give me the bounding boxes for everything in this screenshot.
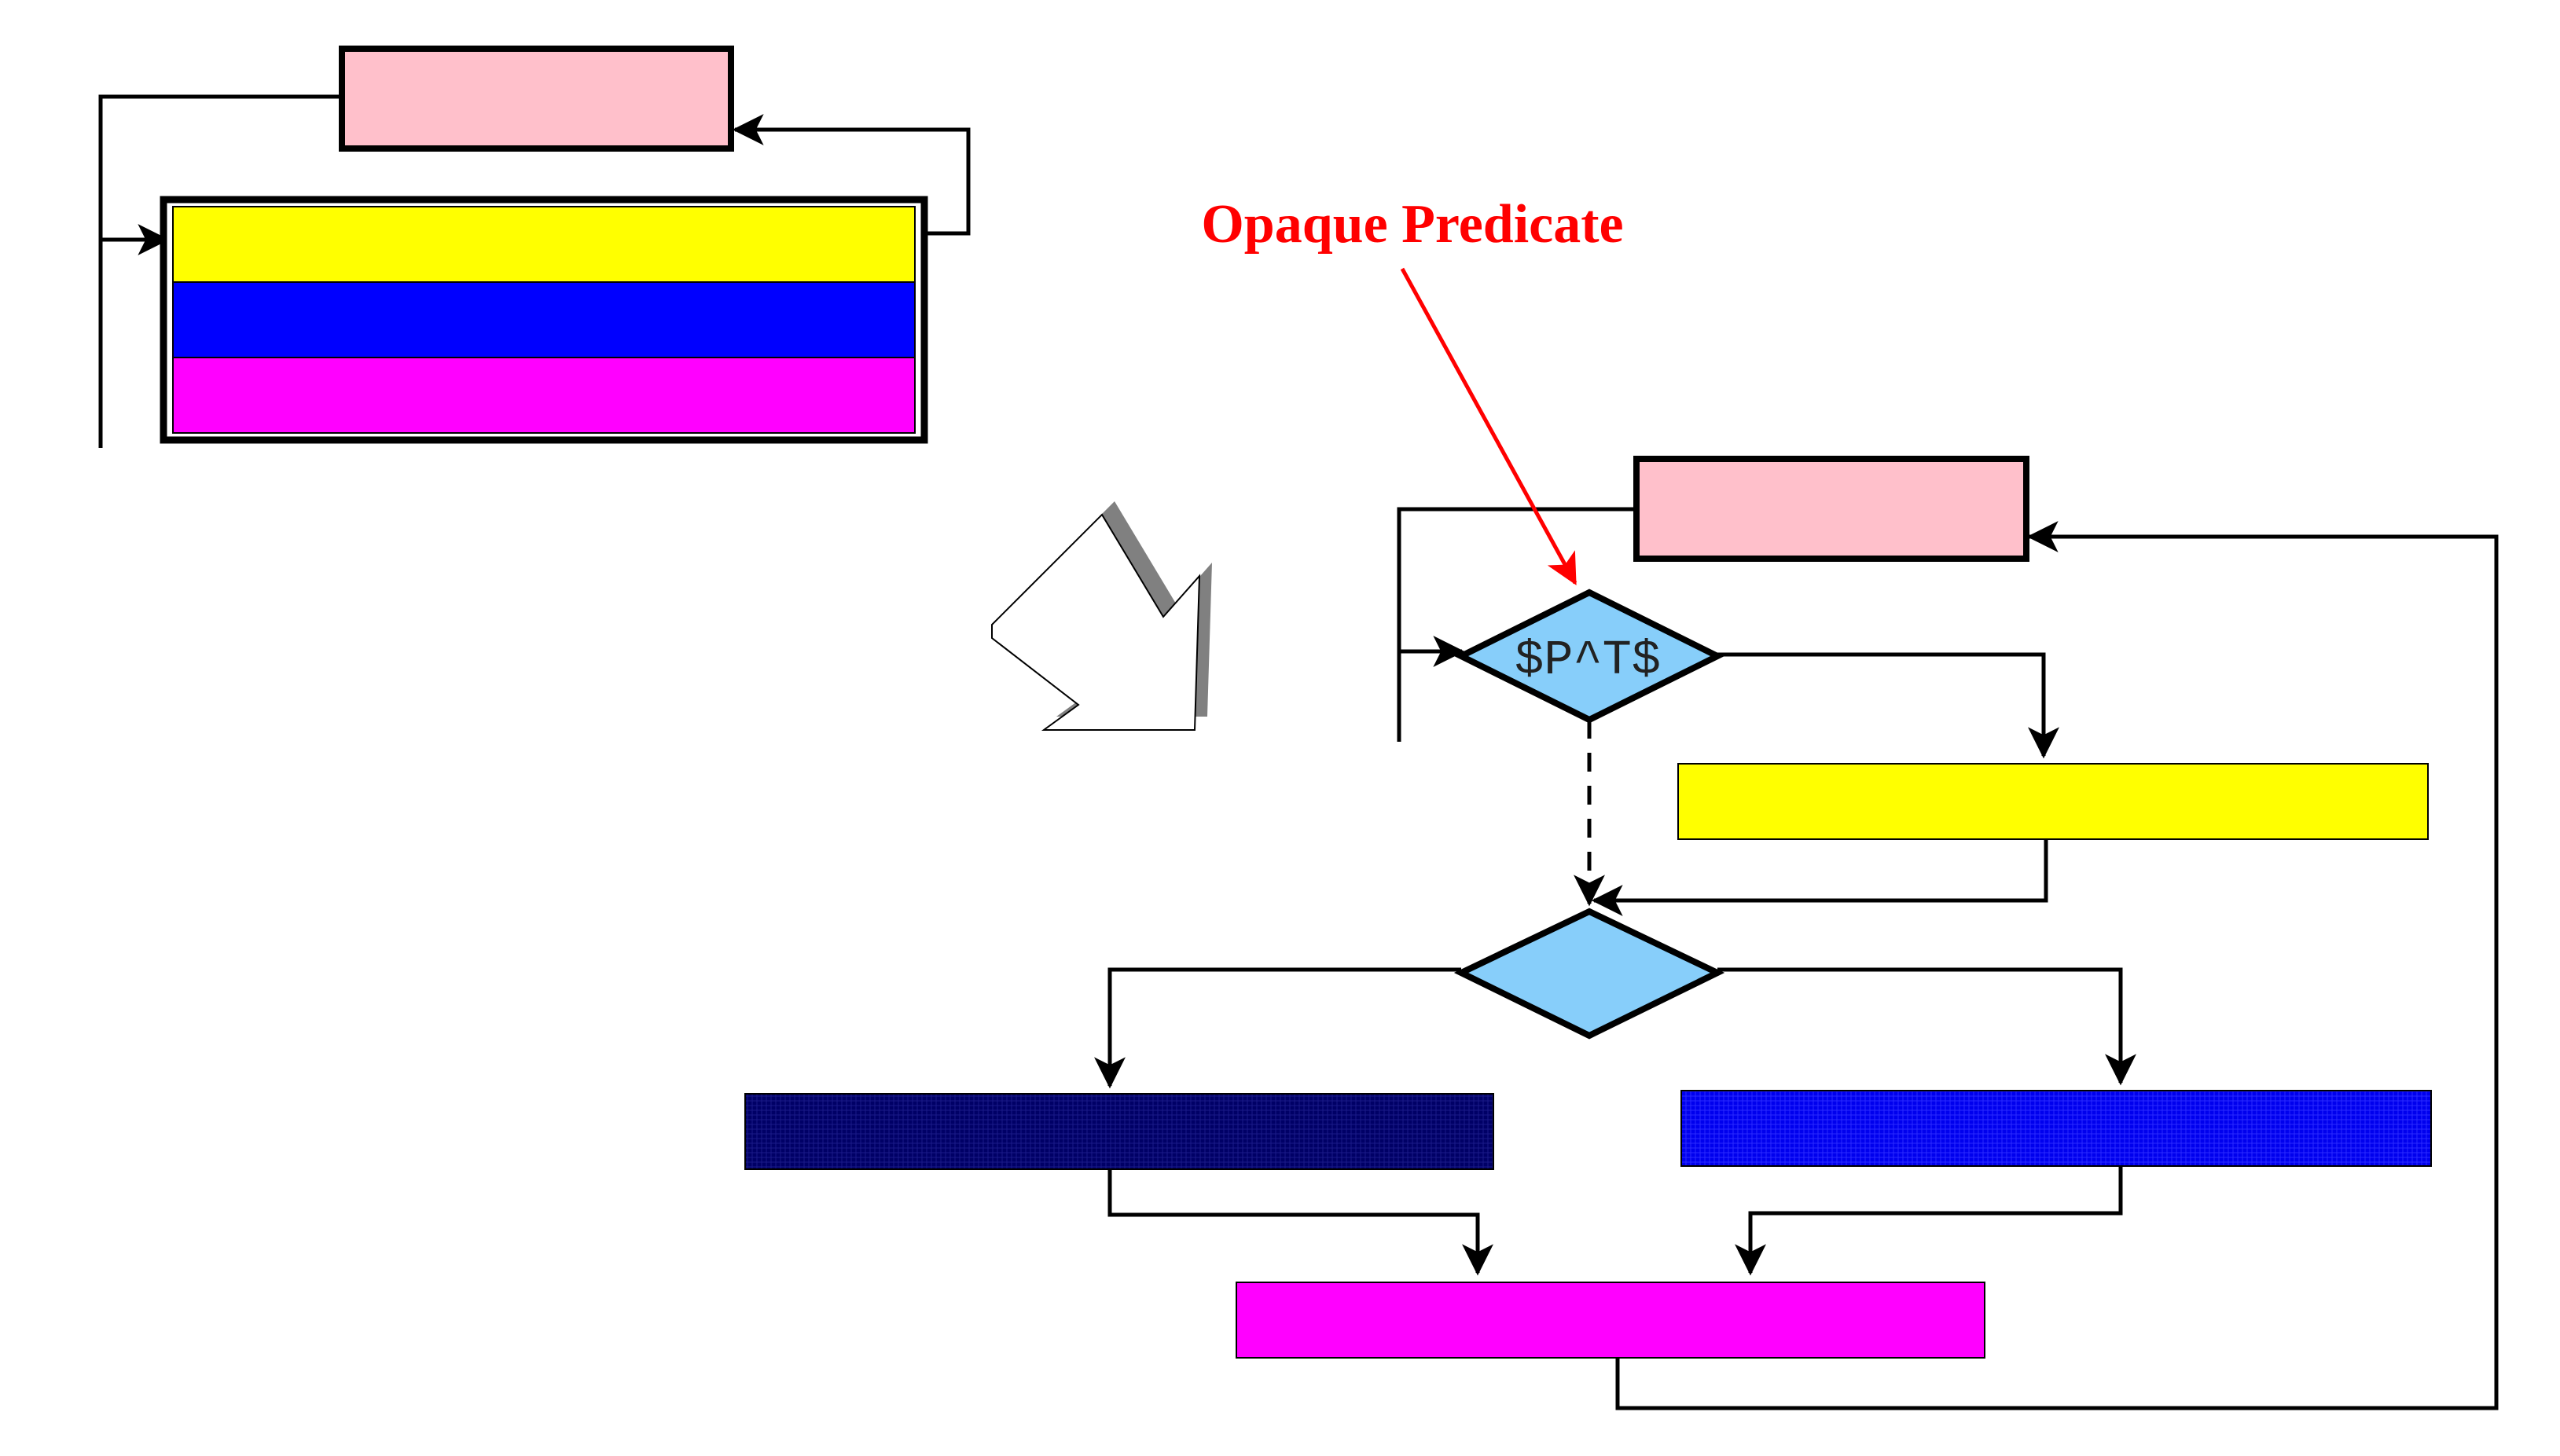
original-back-edge xyxy=(732,114,971,236)
decision-left-edge xyxy=(1094,967,1461,1089)
original-block-a xyxy=(172,206,916,283)
original-loop-back-edge xyxy=(98,94,342,448)
obfuscated-flow: $P^T$ xyxy=(744,456,2499,1410)
predicate-true-edge xyxy=(1717,652,2059,759)
original-header-block xyxy=(339,46,734,152)
zigzag-arrow-icon xyxy=(991,501,1212,731)
opaque-predicate-callout: Opaque Predicate xyxy=(1201,194,1624,585)
obfuscated-loop-back-edge xyxy=(1397,507,1636,742)
callout-label: Opaque Predicate xyxy=(1201,194,1623,255)
obfuscated-block-b xyxy=(1680,1090,2432,1167)
obfuscated-back-edge xyxy=(1615,521,2499,1410)
callout-pointer-arrow xyxy=(1400,267,1578,585)
original-flow xyxy=(98,46,971,448)
obfuscated-block-c xyxy=(1236,1282,1985,1359)
original-block-c xyxy=(172,357,916,434)
obfuscated-block-a xyxy=(1677,763,2429,840)
obfuscated-header-block xyxy=(1633,456,2029,562)
opaque-predicate-label: $P^T$ xyxy=(1515,633,1661,688)
obfuscated-bogus-block xyxy=(744,1093,1494,1170)
block-b-merge-edge xyxy=(1735,1166,2123,1276)
original-block-b xyxy=(172,281,916,358)
decision-diamond xyxy=(1453,908,1725,1040)
bogus-block-merge-edge xyxy=(1107,1169,1493,1276)
block-a-merge-edge xyxy=(1591,839,2048,916)
decision-right-edge xyxy=(1717,967,2136,1086)
